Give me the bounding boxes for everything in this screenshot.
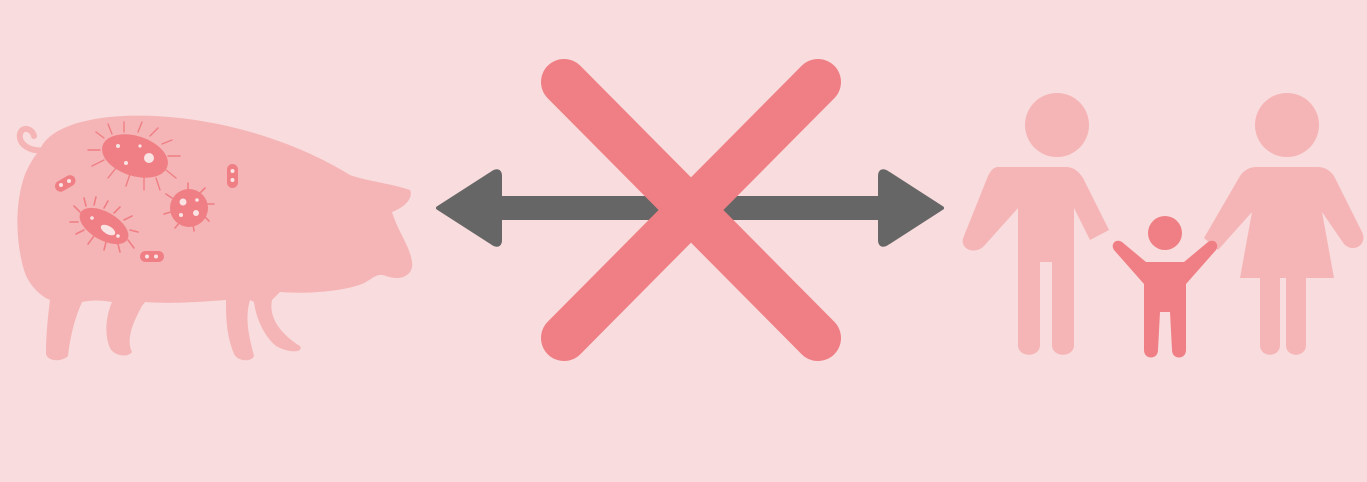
bacillus-small-2-icon bbox=[227, 164, 238, 188]
bacillus-small-3-icon bbox=[140, 251, 164, 262]
family-icon bbox=[963, 93, 1364, 358]
adult-woman-icon bbox=[1204, 93, 1363, 355]
adult-man-icon bbox=[963, 93, 1109, 355]
child-icon bbox=[1113, 216, 1218, 358]
pig-icon bbox=[17, 116, 412, 361]
